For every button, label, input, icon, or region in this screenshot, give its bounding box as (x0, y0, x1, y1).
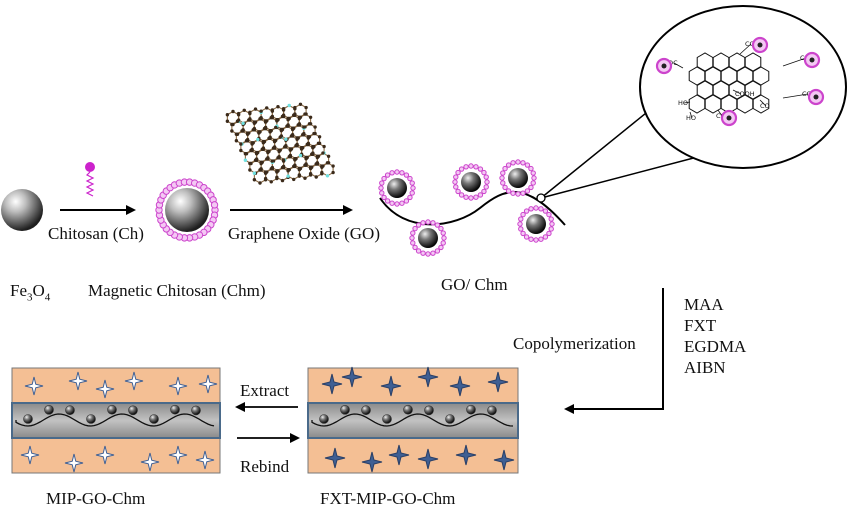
copolymerization-arrow (564, 288, 664, 414)
label-mip: MIP-GO-Chm (46, 489, 146, 508)
zoom-group-label: HO (686, 114, 696, 122)
label-rebind: Rebind (240, 457, 290, 476)
fe3o4-particle (1, 189, 43, 231)
go-sheet-curve (379, 191, 566, 226)
zoom-group-label: COOH (735, 90, 755, 98)
label-fxt-mip: FXT-MIP-GO-Chm (320, 489, 456, 508)
zoom-group-label: CO (745, 40, 755, 48)
zoom-group-label: OC (668, 59, 678, 67)
reagent-maa: MAA (684, 295, 724, 314)
zoom-group-label: CO (716, 112, 726, 120)
go-chm-particle-3 (499, 159, 537, 197)
label-go-chm: GO/ Chm (441, 275, 508, 294)
zoom-ellipse (639, 5, 847, 169)
reagent-egdma: EGDMA (684, 337, 747, 356)
graphene-sheet-icon (225, 102, 335, 185)
zoom-group-label: CO (760, 102, 770, 110)
go-chm-particle-1 (378, 169, 416, 207)
fe3o4-sub1: 3 (27, 291, 33, 304)
reagent-fxt: FXT (684, 316, 717, 335)
magnetic-chitosan-particle (155, 178, 219, 242)
fe3o4-fe: Fe (10, 281, 27, 300)
mip-panel (11, 367, 221, 474)
fe3o4-o: O (32, 281, 45, 300)
functionalized-go-structure: OCCOCOCOHOCOOHCOHOCO (655, 36, 825, 127)
label-chitosan: Chitosan (Ch) (48, 224, 144, 243)
label-fe3o4: Fe3O4 (10, 282, 50, 303)
fe3o4-sub2: 4 (44, 291, 51, 304)
go-chm-particle-4 (409, 219, 447, 257)
fxt-mip-panel (307, 366, 519, 474)
zoom-anchor-point (536, 193, 546, 203)
zoom-line-bottom (540, 154, 706, 199)
go-chm-particles (378, 159, 555, 257)
chitosan-molecule-icon (85, 162, 95, 197)
label-extract: Extract (240, 381, 290, 400)
label-copolymerization: Copolymerization (513, 334, 636, 353)
reagent-aibn: AIBN (684, 358, 726, 377)
go-chm-particle-5 (517, 205, 555, 243)
zoom-group-label: HO (678, 99, 688, 107)
label-magnetic-chitosan: Magnetic Chitosan (Chm) (88, 281, 266, 300)
label-graphene-oxide: Graphene Oxide (GO) (228, 224, 380, 243)
go-chm-particle-2 (452, 163, 490, 201)
